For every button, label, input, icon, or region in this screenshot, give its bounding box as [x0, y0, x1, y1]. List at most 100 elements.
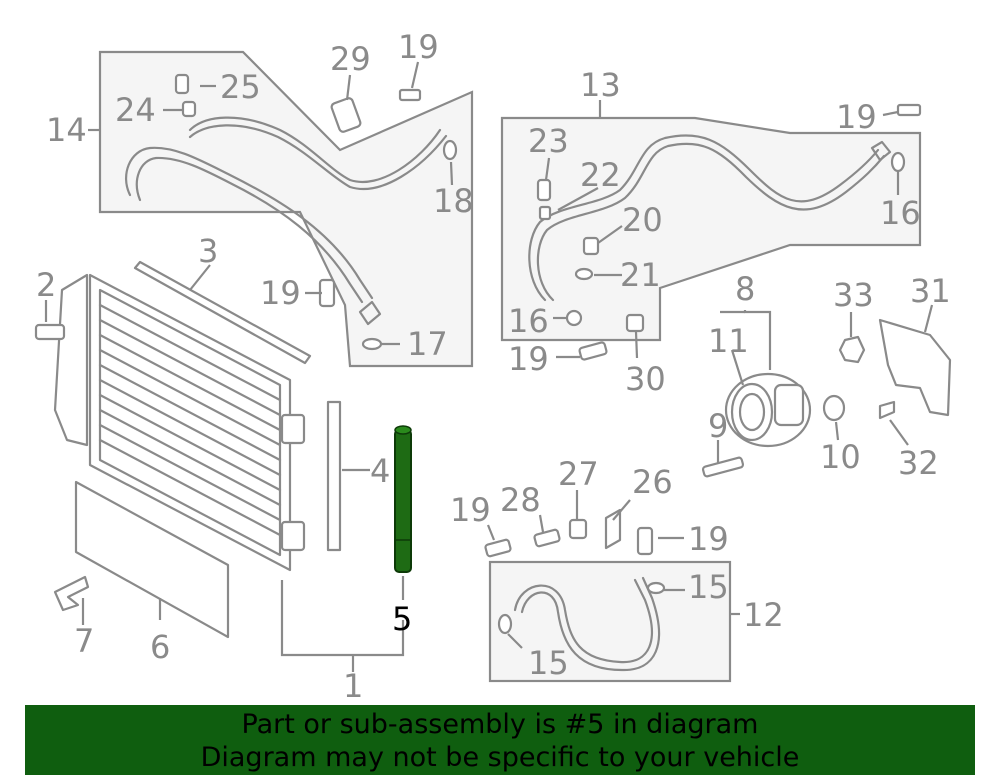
bushing-10	[822, 394, 846, 422]
suction-hose-inner	[135, 156, 364, 304]
panel-14	[98, 50, 474, 368]
callout-17: 17	[407, 325, 448, 363]
callout-10: 10	[820, 438, 861, 476]
cap-27	[568, 518, 588, 540]
callout-3: 3	[198, 232, 218, 270]
bolt-19-d	[484, 538, 512, 558]
seal-3	[133, 260, 312, 365]
callout-2: 2	[36, 266, 56, 304]
condenser-bracket-upper	[280, 413, 306, 445]
callout-32: 32	[898, 444, 939, 482]
o-ring-15-b	[646, 581, 666, 595]
bolt-19-b	[318, 278, 336, 308]
callout-21: 21	[620, 256, 661, 294]
condenser-core	[88, 273, 292, 572]
o-ring-16-a	[565, 309, 583, 327]
clip-7	[53, 575, 90, 612]
fitting-13-end	[870, 140, 892, 162]
panel-12	[488, 560, 732, 683]
callout-30: 30	[625, 360, 666, 398]
bolt-19-a	[398, 88, 422, 102]
callout-26: 26	[632, 463, 673, 501]
callout-18: 18	[433, 182, 474, 220]
seal-4	[326, 400, 342, 552]
callout-27: 27	[558, 455, 599, 493]
callout-labels: 14 25 24 29 19 18 19 17 13 23 22 20 21 1…	[36, 28, 951, 705]
o-ring-16-b	[890, 151, 906, 173]
callout-24: 24	[115, 91, 156, 129]
condenser-core-inner	[98, 288, 282, 557]
bolt-2	[34, 323, 66, 341]
callout-19-d: 19	[450, 491, 491, 529]
hose-12-inner	[520, 576, 661, 672]
callout-13: 13	[580, 66, 621, 104]
callout-7: 7	[74, 622, 94, 660]
callout-5: 5	[392, 600, 412, 638]
hose-12	[513, 578, 653, 664]
callout-11: 11	[708, 322, 749, 360]
condenser-tank-left	[53, 273, 89, 447]
hose-14-upper-inner	[188, 124, 448, 190]
compressor-11	[724, 372, 812, 448]
o-ring-18	[442, 139, 458, 161]
nut-33	[838, 335, 866, 364]
heat-shield-31	[878, 318, 952, 417]
hose-14-upper	[188, 116, 442, 183]
cap-22	[538, 205, 552, 221]
callout-4: 4	[370, 452, 390, 490]
callout-6: 6	[150, 628, 170, 666]
line-assembly-group-13	[500, 103, 922, 342]
callout-15-a: 15	[528, 644, 569, 682]
callout-19-f: 19	[508, 340, 549, 378]
callout-9: 9	[708, 407, 728, 445]
o-ring-17	[361, 337, 383, 351]
callout-19-e: 19	[688, 520, 729, 558]
callout-15-b: 15	[688, 568, 729, 606]
callout-31: 31	[910, 272, 951, 310]
callout-22: 22	[580, 156, 621, 194]
callout-28: 28	[500, 481, 541, 519]
bolt-19-f	[578, 341, 608, 361]
callout-29: 29	[330, 40, 371, 78]
leader-lines	[44, 61, 934, 672]
o-ring-21	[574, 267, 594, 281]
clip-26	[604, 508, 622, 550]
bolt-19-e	[636, 526, 654, 556]
callout-8: 8	[735, 270, 755, 308]
callout-33: 33	[833, 276, 874, 314]
callout-14: 14	[46, 111, 87, 149]
callout-25: 25	[220, 68, 261, 106]
hose-assembly-group-12	[488, 560, 732, 683]
valve-cap-24	[181, 100, 197, 118]
receiver-drier-5	[394, 425, 412, 573]
valve-23	[536, 178, 552, 202]
panel-13	[500, 116, 922, 342]
clip-32	[878, 400, 896, 420]
callout-1: 1	[343, 667, 363, 705]
callout-19-a: 19	[398, 28, 439, 66]
line-13-main-inner	[536, 142, 886, 302]
fitting-14-end	[358, 300, 382, 326]
callout-12: 12	[743, 596, 784, 634]
footer-line-1: Part or sub-assembly is #5 in diagram	[241, 709, 759, 740]
callout-20: 20	[622, 201, 663, 239]
callout-23: 23	[528, 122, 569, 160]
bolt-9	[701, 456, 745, 478]
shield-6	[74, 480, 230, 639]
callout-16-a: 16	[508, 302, 549, 340]
callout-19-b: 19	[260, 274, 301, 312]
footer-banner: Part or sub-assembly is #5 in diagram Di…	[25, 705, 975, 775]
o-ring-15-a	[497, 613, 513, 635]
suction-hose	[125, 146, 374, 300]
condenser-bracket-lower	[280, 520, 306, 552]
condenser-fins	[98, 303, 282, 537]
bracket-29	[330, 97, 362, 133]
line-13-main	[528, 134, 880, 302]
footer-line-2: Diagram may not be specific to your vehi…	[200, 742, 800, 773]
clip-30	[625, 313, 645, 333]
condenser-assembly	[34, 273, 306, 572]
callout-19-c: 19	[836, 98, 877, 136]
bolt-28	[533, 528, 561, 548]
callout-16-b: 16	[880, 194, 921, 232]
